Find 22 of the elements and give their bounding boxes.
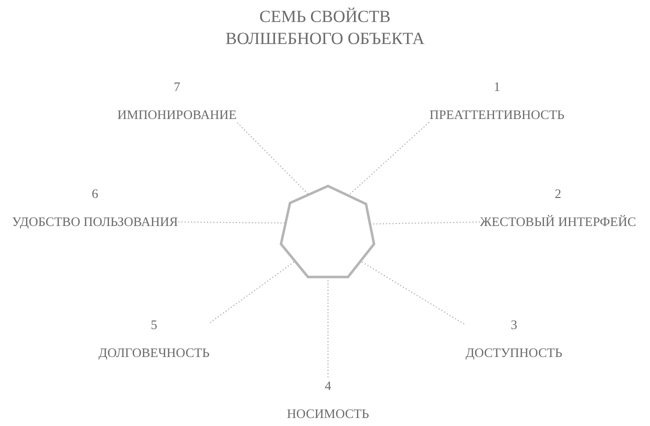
- property-label: ДОЛГОВЕЧНОСТЬ: [98, 346, 210, 360]
- callout-number: 2: [554, 187, 562, 201]
- leader-line: [370, 222, 480, 224]
- callout-number: 3: [510, 318, 518, 332]
- callout-number: 5: [150, 318, 158, 332]
- leader-line: [362, 262, 466, 326]
- property-label: НОСИМОСТЬ: [286, 407, 370, 421]
- callout-number: 4: [324, 379, 332, 393]
- leader-line: [209, 262, 294, 324]
- leader-line: [350, 122, 430, 194]
- callout-number: 1: [494, 80, 500, 94]
- callout-number: 6: [92, 187, 98, 201]
- title: СЕМЬ СВОЙСТВ ВОЛШЕБНОГО ОБЪЕКТА: [224, 6, 426, 50]
- property-label: ПРЕАТТЕНТИВНОСТЬ: [429, 108, 565, 122]
- property-label: ДОСТУПНОСТЬ: [466, 346, 562, 360]
- callout-number: 7: [174, 80, 180, 94]
- leader-line: [236, 122, 308, 194]
- leader-line: [177, 222, 286, 224]
- property-label: ЖЕСТОВЫЙ ИНТЕРФЕЙС: [480, 215, 636, 229]
- property-label: ИМПОНИРОВАНИЕ: [117, 108, 237, 122]
- heptagon: [280, 184, 376, 278]
- property-label: УДОБСТВО ПОЛЬЗОВАНИЯ: [12, 215, 178, 229]
